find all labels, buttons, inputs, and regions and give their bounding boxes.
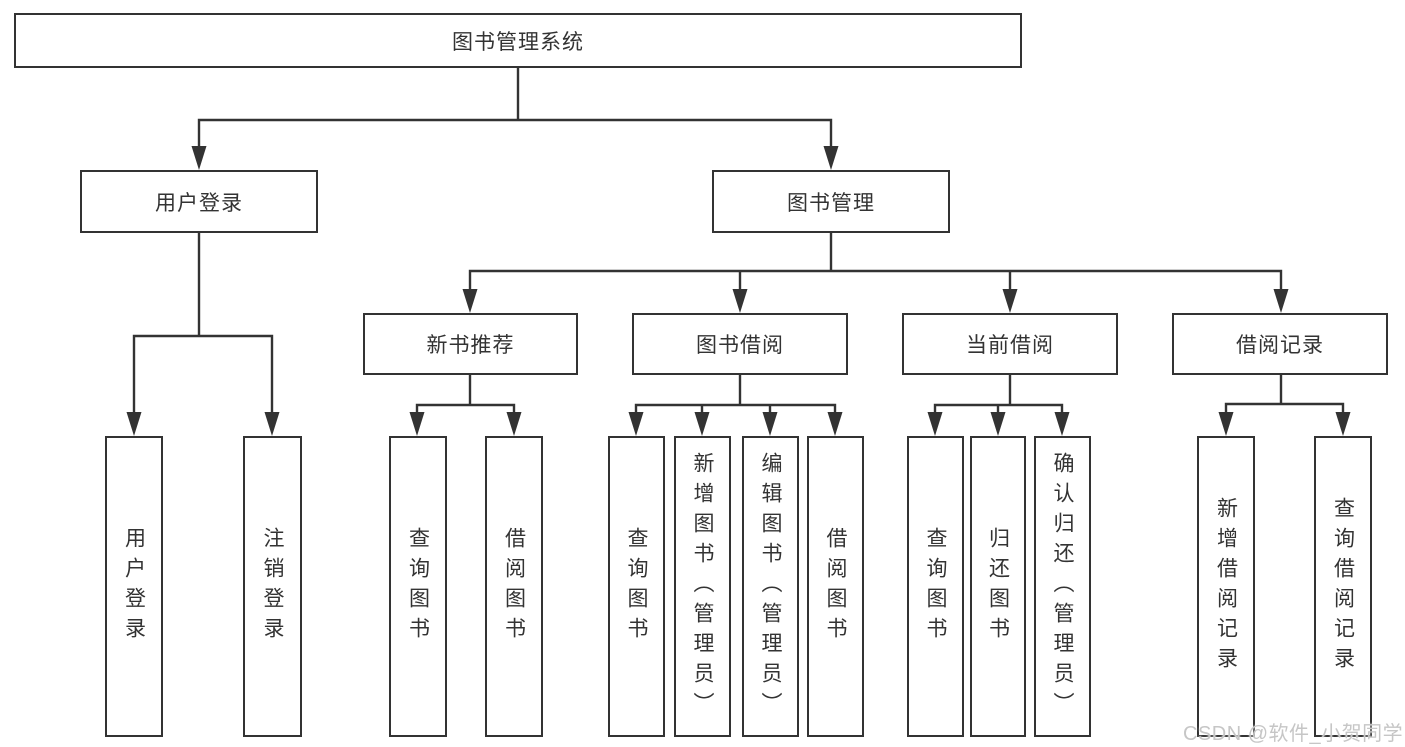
node-leaf-records-query-label: 查询借阅记录 [1331, 496, 1355, 677]
node-leaf-newbooks-borrow: 借阅图书 [485, 436, 543, 737]
connector-new-books [415, 373, 516, 414]
node-leaf-current-confirm-label: 确认归还（管理员） [1051, 451, 1074, 722]
arrowhead-icon [732, 289, 748, 313]
arrowhead-group [126, 146, 1351, 436]
node-leaf-newbooks-query-label: 查询图书 [406, 526, 430, 647]
node-user-login: 用户登录 [80, 170, 318, 233]
node-user-login-label: 用户登录 [155, 191, 243, 215]
node-borrow-records-label: 借阅记录 [1236, 334, 1324, 357]
node-leaf-borrow-borrow-label: 借阅图书 [824, 526, 847, 647]
node-book-management: 图书管理 [712, 170, 950, 233]
connector-current-borrow [933, 373, 1064, 414]
arrowhead-icon [694, 412, 710, 436]
node-leaf-borrow-add-label: 新增图书（管理员） [691, 451, 714, 722]
node-borrow-records: 借阅记录 [1172, 313, 1388, 375]
node-leaf-borrow-borrow: 借阅图书 [807, 436, 864, 737]
node-leaf-logout-label: 注销登录 [261, 526, 284, 647]
connector-borrow-records [1224, 373, 1345, 414]
arrowhead-icon [462, 289, 478, 313]
node-root-label: 图书管理系统 [452, 30, 584, 54]
arrowhead-icon [409, 412, 425, 436]
arrowhead-icon [823, 146, 839, 170]
node-leaf-user-login-label: 用户登录 [122, 526, 146, 647]
arrowhead-icon [1335, 412, 1351, 436]
node-leaf-current-query-label: 查询图书 [924, 526, 947, 647]
node-leaf-borrow-add: 新增图书（管理员） [674, 436, 731, 737]
arrowhead-icon [762, 412, 778, 436]
node-book-borrow-label: 图书借阅 [696, 334, 784, 357]
node-leaf-user-login: 用户登录 [105, 436, 163, 737]
connector-user-login [132, 231, 274, 413]
node-leaf-records-add: 新增借阅记录 [1197, 436, 1255, 737]
node-current-borrow-label: 当前借阅 [966, 334, 1054, 357]
node-book-borrow: 图书借阅 [632, 313, 848, 375]
node-new-books-label: 新书推荐 [426, 334, 515, 357]
node-leaf-newbooks-query: 查询图书 [389, 436, 447, 737]
node-leaf-borrow-query-label: 查询图书 [625, 526, 648, 647]
connector-book-management [468, 231, 1283, 290]
node-root: 图书管理系统 [14, 13, 1022, 68]
node-leaf-records-add-label: 新增借阅记录 [1214, 496, 1238, 677]
node-leaf-current-confirm: 确认归还（管理员） [1034, 436, 1091, 737]
arrowhead-icon [1054, 412, 1070, 436]
arrowhead-icon [827, 412, 843, 436]
arrowhead-icon [1218, 412, 1234, 436]
arrowhead-icon [126, 412, 142, 436]
node-leaf-records-query: 查询借阅记录 [1314, 436, 1372, 737]
arrowhead-icon [1002, 289, 1018, 313]
node-current-borrow: 当前借阅 [902, 313, 1118, 375]
node-leaf-borrow-edit: 编辑图书（管理员） [742, 436, 799, 737]
arrowhead-icon [927, 412, 943, 436]
arrowhead-icon [1273, 289, 1289, 313]
node-leaf-current-return: 归还图书 [970, 436, 1026, 737]
node-leaf-borrow-edit-label: 编辑图书（管理员） [759, 451, 782, 722]
node-leaf-current-query: 查询图书 [907, 436, 964, 737]
arrowhead-icon [191, 146, 207, 170]
arrowhead-icon [990, 412, 1006, 436]
arrowhead-icon [506, 412, 522, 436]
arrowhead-icon [628, 412, 644, 436]
connector-root [197, 68, 833, 147]
connector-book-borrow [634, 373, 837, 414]
node-leaf-newbooks-borrow-label: 借阅图书 [502, 526, 526, 647]
node-leaf-borrow-query: 查询图书 [608, 436, 665, 737]
node-new-books: 新书推荐 [363, 313, 578, 375]
node-book-management-label: 图书管理 [787, 191, 875, 215]
node-leaf-current-return-label: 归还图书 [986, 526, 1010, 647]
node-leaf-logout: 注销登录 [243, 436, 302, 737]
arrowhead-icon [264, 412, 280, 436]
csdn-watermark: CSDN @软件_小贺同学 [1183, 723, 1404, 745]
